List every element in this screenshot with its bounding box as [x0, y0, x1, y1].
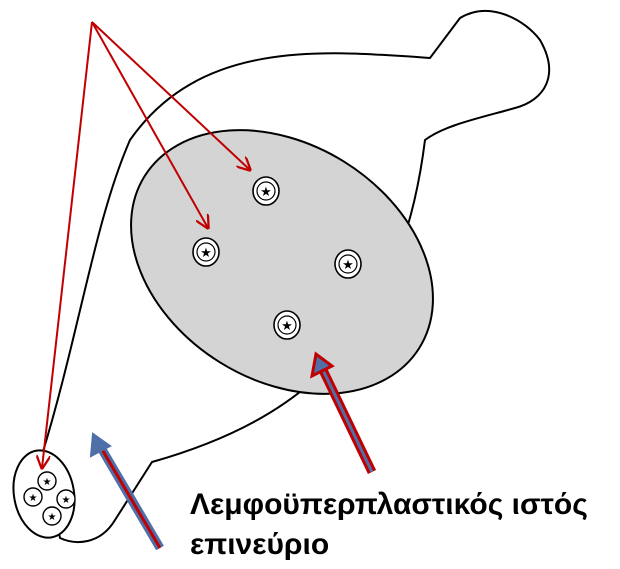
- epineurium-label: επινεύριο: [190, 530, 329, 560]
- fascicle-icon: ★: [253, 177, 279, 205]
- svg-text:★: ★: [62, 495, 71, 506]
- svg-text:★: ★: [48, 512, 57, 523]
- tissue-label: Λεμφοϋπερπλαστικός ιστός: [190, 490, 588, 520]
- svg-text:★: ★: [260, 185, 272, 200]
- svg-text:★: ★: [200, 246, 212, 261]
- svg-text:★: ★: [281, 319, 293, 334]
- small-fascicle-icon: ★: [38, 472, 56, 490]
- svg-text:★: ★: [29, 493, 38, 504]
- fascicle-icon: ★: [335, 250, 361, 278]
- svg-text:★: ★: [43, 477, 52, 488]
- small-fascicle-icon: ★: [43, 507, 61, 525]
- fascicle-icon: ★: [274, 311, 300, 339]
- small-fascicle-icon: ★: [24, 488, 42, 506]
- fascicle-icon: ★: [193, 238, 219, 266]
- svg-text:★: ★: [342, 258, 354, 273]
- small-fascicle-icon: ★: [57, 490, 75, 508]
